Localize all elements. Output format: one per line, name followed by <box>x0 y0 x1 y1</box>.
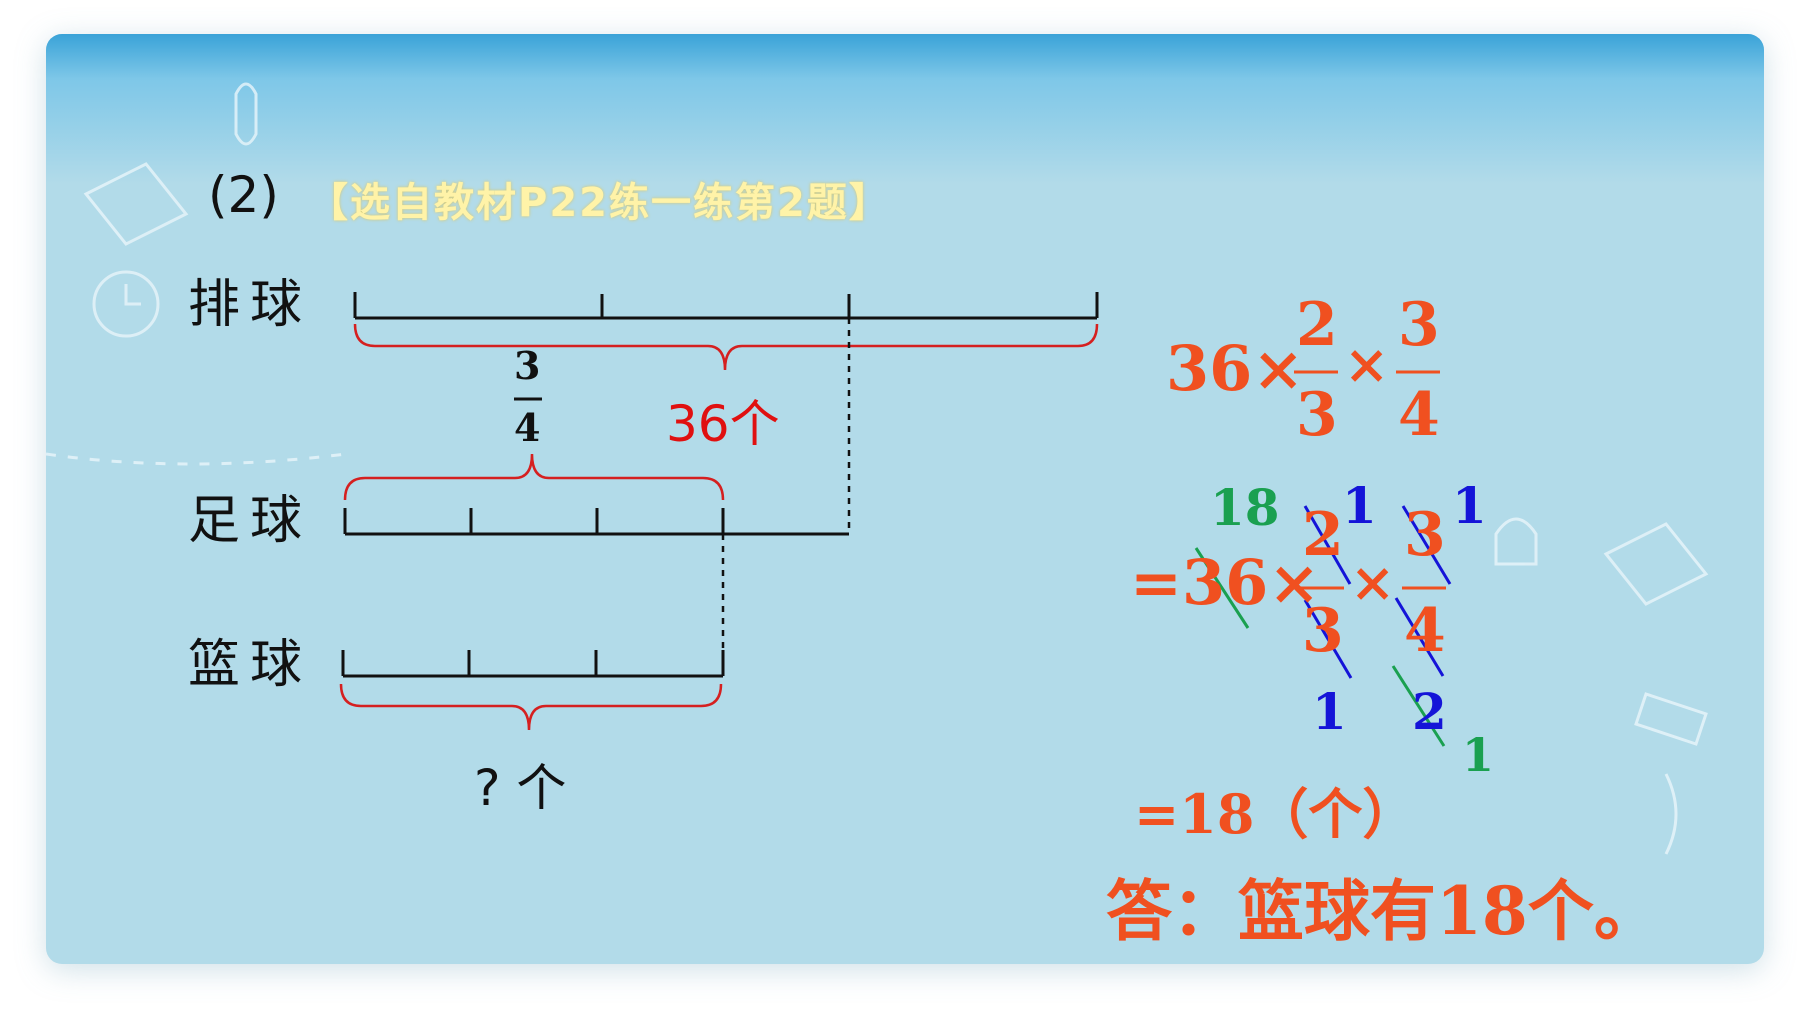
expr2-times: × <box>1350 550 1396 614</box>
problem-number: (2) <box>208 166 279 224</box>
basketball-segment <box>341 650 725 678</box>
result-line: =18（个） <box>1134 782 1417 846</box>
expr2-frac2-den: 4 <box>1404 596 1446 666</box>
expr2-prefix: =36× <box>1130 546 1321 619</box>
label-basketball: 篮球 <box>188 635 313 695</box>
cancel-stroke-2 <box>1303 505 1352 585</box>
fraction-brace <box>343 453 725 501</box>
unknown-label: ? 个 <box>474 759 567 817</box>
cancel-stroke-den4 <box>1394 597 1445 677</box>
volleyball-segment <box>353 292 1099 320</box>
cancel-stroke-3 <box>1401 505 1452 585</box>
total-brace <box>353 323 1099 371</box>
slide-background <box>46 34 1764 964</box>
label-football: 足球 <box>188 491 313 551</box>
football-segment <box>343 508 849 536</box>
header-band <box>46 34 1764 184</box>
expr2-frac1-num: 2 <box>1302 500 1344 570</box>
cancel-2-below-4: 2 <box>1412 682 1447 741</box>
expr1-whole: 36× <box>1166 332 1305 405</box>
expr1-frac1-num: 2 <box>1296 290 1338 360</box>
fraction-denominator: 4 <box>514 405 541 450</box>
cancel-1-above-2: 1 <box>1342 476 1377 535</box>
answer-sentence: 答：篮球有18个。 <box>1106 872 1660 950</box>
expr2-frac1-den: 3 <box>1302 596 1344 666</box>
unknown-brace <box>339 683 723 731</box>
expr1-frac2-den: 4 <box>1398 380 1440 450</box>
total-label: 36个 <box>666 395 780 453</box>
cancel-stroke-den3 <box>1303 599 1353 679</box>
cancel-18: 18 <box>1210 478 1280 537</box>
expr2-frac2-num: 3 <box>1404 500 1446 570</box>
expr1-frac1-den: 3 <box>1296 380 1338 450</box>
cancel-1-above-3: 1 <box>1452 476 1487 535</box>
label-volleyball: 排球 <box>188 275 313 335</box>
cancel-1-below-3: 1 <box>1312 682 1347 741</box>
expr1-frac2-num: 3 <box>1398 290 1440 360</box>
cancel-stroke-36 <box>1194 547 1250 629</box>
textbook-source: 【选自教材P22练一练第2题】 <box>308 180 891 226</box>
doodle-decoration <box>46 82 1709 855</box>
expr1-times: × <box>1344 332 1390 396</box>
cancel-1-green: 1 <box>1462 728 1495 782</box>
cancel-stroke-2b <box>1391 665 1446 747</box>
fraction-numerator: 3 <box>514 343 541 388</box>
